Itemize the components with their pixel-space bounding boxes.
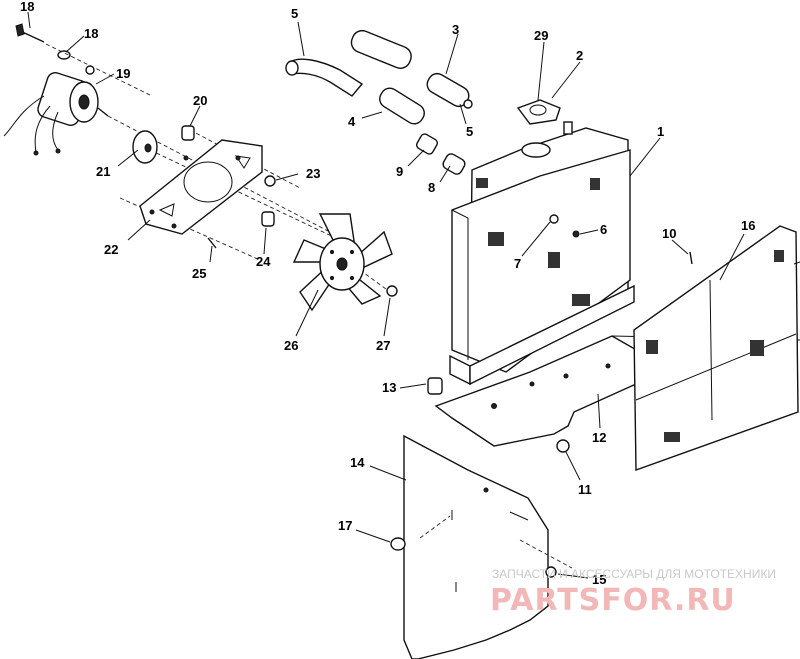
callout-3: 3	[452, 22, 459, 37]
bushing-21	[181, 125, 195, 141]
callout-9: 9	[396, 164, 403, 179]
grille-screen-16	[633, 225, 800, 471]
callout-5-lower: 5	[466, 124, 473, 139]
callout-1: 1	[657, 124, 664, 139]
callout-26: 25	[192, 266, 206, 281]
callout-24: 23	[306, 166, 320, 181]
callout-2: 2	[576, 48, 583, 63]
nut-11	[556, 439, 570, 453]
callout-22: 21	[96, 164, 110, 179]
callout-20: 19	[116, 66, 130, 81]
callout-27: 26	[284, 338, 298, 353]
callout-13: 13	[382, 380, 396, 395]
callout-15: 15	[592, 572, 606, 587]
hose-5-upper	[285, 58, 364, 97]
watermark: ЗАПЧАСТИ И АКСЕССУАРЫ ДЛЯ МОТОТЕХНИКИ PA…	[490, 567, 776, 618]
nut-28	[386, 285, 398, 297]
callout-16: 16	[741, 218, 755, 233]
grommet-22	[132, 130, 158, 164]
callout-5-upper: 5	[291, 6, 298, 21]
screw-26	[207, 237, 217, 249]
callout-19: 18	[84, 26, 98, 41]
callout-6: 6	[600, 222, 607, 237]
mounting-bracket-23	[139, 139, 263, 235]
bumper-13	[427, 377, 443, 395]
leader-lines	[27, 11, 745, 579]
fitting-9	[415, 133, 439, 155]
watermark-logo: PARTSFOR.RU	[490, 583, 736, 618]
callout-12: 12	[592, 430, 606, 445]
fan-blade-27	[292, 213, 393, 312]
side-panel-14	[403, 434, 573, 659]
callout-21: 20	[193, 93, 207, 108]
hose-8	[442, 153, 466, 175]
callout-29: 29	[534, 28, 548, 43]
callout-25: 24	[256, 254, 271, 269]
callout-10: 10	[662, 226, 676, 241]
hose-4	[379, 87, 425, 125]
washer-17	[390, 537, 406, 551]
fan-motor	[3, 23, 109, 156]
callout-11: 11	[578, 482, 592, 497]
callout-8: 8	[428, 180, 435, 195]
callout-17: 17	[338, 518, 352, 533]
nut-24	[264, 175, 276, 187]
callout-numbers: 18 18 19 20 21 22 23 24 25 26 27 5 3 4 5…	[20, 0, 755, 587]
callout-14: 14	[350, 455, 365, 470]
watermark-tagline: ЗАПЧАСТИ И АКСЕССУАРЫ ДЛЯ МОТОТЕХНИКИ	[492, 567, 776, 581]
callout-4: 4	[348, 114, 356, 129]
screw-15	[545, 566, 557, 578]
hose-3-upper	[350, 29, 412, 69]
callout-23: 22	[104, 242, 118, 257]
screw-10	[689, 251, 693, 265]
callout-28: 27	[376, 338, 390, 353]
spacer-25	[261, 211, 275, 227]
radiator-1	[449, 121, 635, 386]
callout-18: 18	[20, 0, 34, 14]
radiator-cap-29	[516, 99, 561, 125]
callout-7: 7	[514, 256, 521, 271]
